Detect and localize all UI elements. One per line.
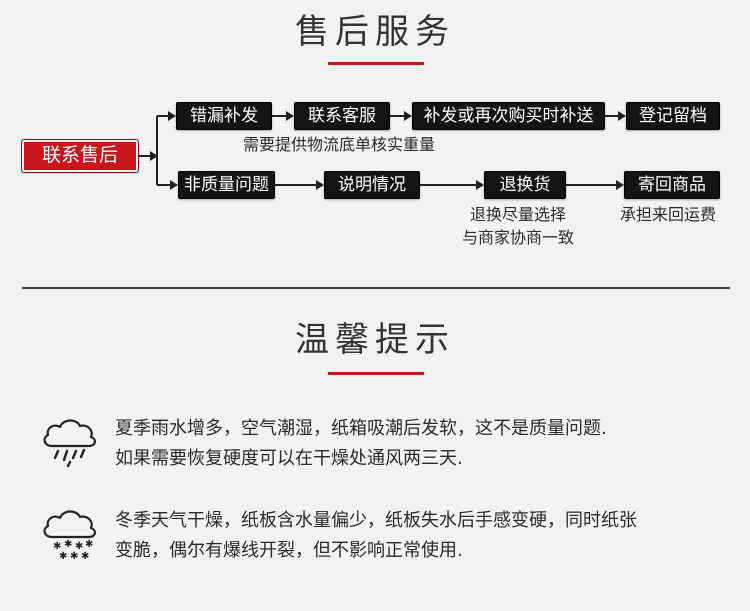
svg-text:✱: ✱ bbox=[59, 551, 67, 561]
row2-note-freight: 承担来回运费 bbox=[620, 205, 717, 224]
svg-text:✱: ✱ bbox=[75, 541, 83, 552]
register-record-step: 登记留档 bbox=[626, 102, 720, 130]
explain-step: 说明情况 bbox=[324, 171, 420, 199]
svg-text:✱: ✱ bbox=[70, 551, 78, 561]
tip-summary-line1: 夏季雨水增多，空气潮湿，纸箱吸潮后发软，这不是质量问题. bbox=[115, 418, 607, 439]
svg-text:✱: ✱ bbox=[64, 539, 72, 550]
contact-after-sales-button[interactable]: 联系售后 bbox=[21, 139, 139, 173]
tip-summary-line2: 如果需要恢复硬度可以在干燥处通风两三天. bbox=[115, 448, 463, 469]
row1-note: 需要提供物流底单核实重量 bbox=[243, 135, 436, 154]
return-exchange-step: 退换货 bbox=[484, 171, 566, 199]
tip-winter-line2: 变脆，偶尔有爆线开裂，但不影响正常使用. bbox=[115, 540, 463, 561]
row2-note-line2: 与商家协商一致 bbox=[462, 228, 575, 247]
section-divider bbox=[22, 287, 730, 289]
after-sales-title: 售后服务 bbox=[295, 12, 455, 52]
svg-text:✱: ✱ bbox=[81, 551, 89, 561]
after-sales-title-underline bbox=[328, 62, 424, 65]
snow-cloud-icon: ✱ ✱ ✱ ✱ ✱ ✱ ✱ bbox=[43, 510, 96, 561]
contact-service-step: 联系客服 bbox=[294, 102, 390, 130]
non-quality-step: 非质量问题 bbox=[178, 171, 275, 199]
tips-title-underline bbox=[328, 372, 424, 375]
tip-winter-line1: 冬季天气干燥，纸板含水量偏少，纸板失水后手感变硬，同时纸张 bbox=[115, 510, 637, 531]
svg-text:✱: ✱ bbox=[85, 539, 93, 550]
svg-text:✱: ✱ bbox=[53, 541, 61, 552]
missing-reship-step: 错漏补发 bbox=[176, 102, 272, 130]
tips-title: 温馨提示 bbox=[295, 320, 455, 360]
send-back-step: 寄回商品 bbox=[624, 171, 720, 199]
reship-step: 补发或再次购买时补送 bbox=[412, 102, 605, 130]
rain-cloud-icon bbox=[43, 419, 96, 468]
row2-note-line1: 退换尽量选择 bbox=[470, 205, 567, 224]
